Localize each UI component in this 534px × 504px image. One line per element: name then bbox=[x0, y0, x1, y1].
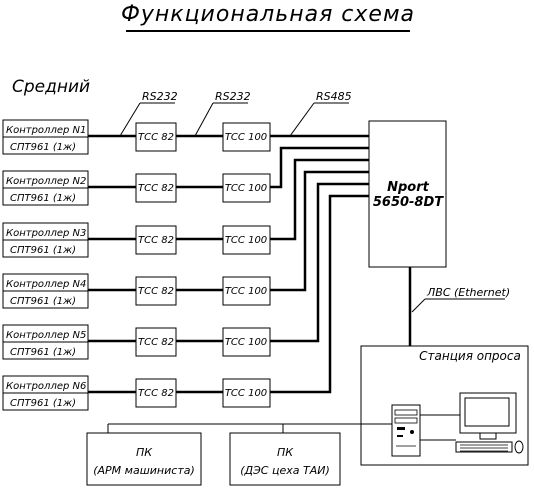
controller-name: Контроллер N6 bbox=[6, 381, 86, 392]
pc1-line1: ПК bbox=[136, 446, 153, 459]
controller-name: Контроллер N3 bbox=[6, 228, 86, 239]
controller-device-box bbox=[2, 290, 89, 309]
leader-rs485-diag bbox=[289, 102, 315, 137]
controller-name: Контроллер N1 bbox=[6, 125, 86, 136]
mouse-icon bbox=[514, 440, 524, 454]
controller-name: Контроллер N5 bbox=[6, 330, 86, 341]
wire-tss100-to-nport bbox=[270, 158, 369, 241]
controller-device: СПТ961 (1ж) bbox=[10, 347, 76, 358]
pc1-line2: (АРМ машиниста) bbox=[93, 464, 195, 477]
controller-device: СПТ961 (1ж) bbox=[10, 245, 76, 256]
controller-device-box bbox=[2, 239, 89, 258]
converter-tss100-box bbox=[222, 122, 271, 152]
controller-row-2: Контроллер N2 СПТ961 (1ж) ТСС 82 ТСС 100 bbox=[2, 146, 369, 206]
controller-row-5: Контроллер N5 СПТ961 (1ж) ТСС 82 ТСС 100 bbox=[2, 182, 369, 360]
controller-row-6: Контроллер N6 СПТ961 (1ж) ТСС 82 ТСС 100 bbox=[2, 194, 369, 411]
converter-tss100-label: ТСС 100 bbox=[225, 286, 267, 297]
label-rs232-a: RS232 bbox=[142, 90, 178, 103]
converter-tss100-box bbox=[222, 378, 271, 408]
leader-rs232-a-diag bbox=[119, 102, 141, 137]
label-rs485: RS485 bbox=[316, 90, 352, 103]
label-lan: ЛВС (Ethernet) bbox=[426, 286, 510, 299]
converter-tss82-label: ТСС 82 bbox=[138, 235, 174, 246]
label-rs232-b: RS232 bbox=[215, 90, 251, 103]
converter-tss82-box bbox=[135, 327, 177, 357]
monitor-icon bbox=[459, 392, 517, 440]
controller-device-box bbox=[2, 392, 89, 411]
converter-tss82-label: ТСС 82 bbox=[138, 132, 174, 143]
controller-device-box bbox=[2, 136, 89, 155]
pc2-line1: ПК bbox=[277, 446, 294, 459]
nport-label-line1: Nport bbox=[387, 180, 430, 195]
leader-lan-diag bbox=[411, 298, 426, 313]
keyboard-icon bbox=[455, 441, 513, 453]
controller-device-box bbox=[2, 187, 89, 206]
controller-device-box bbox=[2, 341, 89, 360]
diagram-title: Функциональная схема bbox=[121, 2, 415, 27]
controller-device: СПТ961 (1ж) bbox=[10, 193, 76, 204]
converter-tss100-label: ТСС 100 bbox=[225, 388, 267, 399]
controller-row-3: Контроллер N3 СПТ961 (1ж) ТСС 82 ТСС 100 bbox=[2, 158, 369, 258]
converter-tss100-label: ТСС 100 bbox=[225, 235, 267, 246]
nport-label-line2: 5650-8DT bbox=[373, 195, 444, 210]
converter-tss82-label: ТСС 82 bbox=[138, 337, 174, 348]
computer-tower-icon bbox=[391, 404, 421, 457]
controller-name: Контроллер N4 bbox=[6, 279, 86, 290]
controller-row-1: Контроллер N1 СПТ961 (1ж) ТСС 82 ТСС 100 bbox=[2, 119, 369, 155]
wire-tss100-to-nport bbox=[270, 170, 369, 292]
converter-tss100-box bbox=[222, 225, 271, 255]
pc1-box bbox=[86, 432, 202, 486]
converter-tss100-label: ТСС 100 bbox=[225, 132, 267, 143]
wire-tss100-to-nport bbox=[270, 182, 369, 343]
converter-tss100-label: ТСС 100 bbox=[225, 337, 267, 348]
pc2-line2: (ДЭС цеха ТАИ) bbox=[240, 464, 330, 477]
wire-tss100-to-nport bbox=[270, 194, 369, 394]
pc2-box bbox=[229, 432, 341, 486]
wire-tss100-to-nport bbox=[270, 146, 369, 189]
section-label: Средний bbox=[12, 77, 90, 97]
leader-rs232-b-diag bbox=[194, 102, 214, 137]
controller-name: Контроллер N2 bbox=[6, 176, 86, 187]
converter-tss82-box bbox=[135, 122, 177, 152]
converter-tss82-box bbox=[135, 276, 177, 306]
controller-device: СПТ961 (1ж) bbox=[10, 398, 76, 409]
converter-tss82-box bbox=[135, 378, 177, 408]
controller-row-4: Контроллер N4 СПТ961 (1ж) ТСС 82 ТСС 100 bbox=[2, 170, 369, 309]
controller-device: СПТ961 (1ж) bbox=[10, 142, 76, 153]
converter-tss82-label: ТСС 82 bbox=[138, 183, 174, 194]
converter-tss82-label: ТСС 82 bbox=[138, 286, 174, 297]
station-label: Станция опроса bbox=[419, 349, 521, 363]
controller-device: СПТ961 (1ж) bbox=[10, 296, 76, 307]
converter-tss82-label: ТСС 82 bbox=[138, 388, 174, 399]
nport-box bbox=[368, 120, 447, 268]
converter-tss100-label: ТСС 100 bbox=[225, 183, 267, 194]
